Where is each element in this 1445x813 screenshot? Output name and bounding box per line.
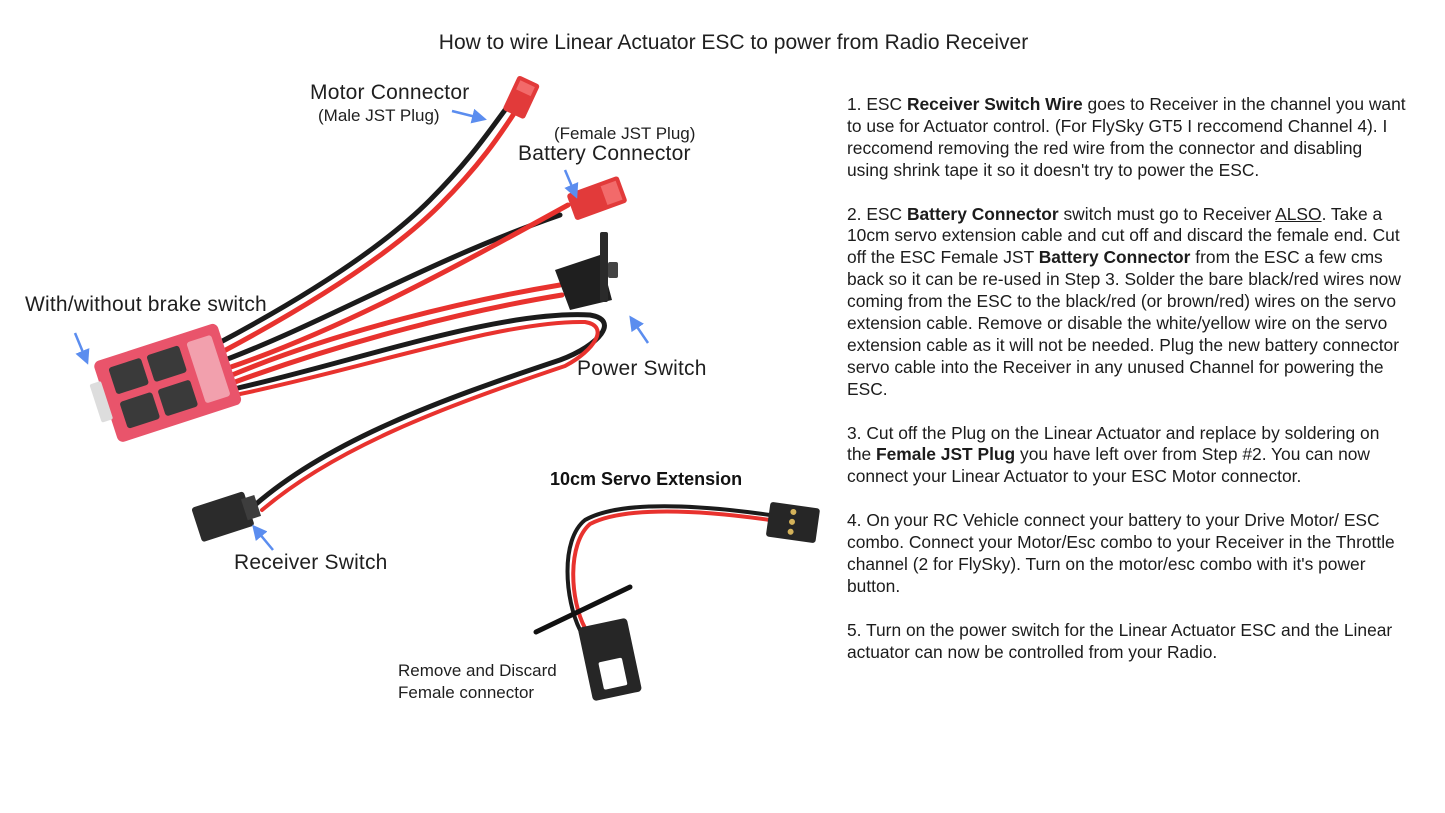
wiring-diagram bbox=[73, 75, 820, 701]
esc-board-icon bbox=[89, 323, 242, 442]
instruction-step-4: 4. On your RC Vehicle connect your batte… bbox=[847, 510, 1395, 596]
female-servo-connector-icon bbox=[578, 618, 642, 701]
cut-line-icon bbox=[533, 584, 633, 635]
instructions-panel: 1. ESC Receiver Switch Wire goes to Rece… bbox=[847, 94, 1407, 685]
brake-switch-label: With/without brake switch bbox=[25, 293, 267, 316]
motor-connector-label: Motor Connector bbox=[310, 81, 470, 104]
receiver-switch-connector-icon bbox=[191, 491, 262, 542]
power-switch-icon bbox=[555, 232, 618, 310]
page-title: How to wire Linear Actuator ESC to power… bbox=[438, 31, 1029, 54]
servo-extension-cable bbox=[565, 504, 772, 632]
esc-wires bbox=[212, 107, 607, 512]
battery-connector-plug-icon bbox=[567, 176, 627, 220]
motor-connector-sublabel: (Male JST Plug) bbox=[318, 106, 440, 125]
instruction-step-5: 5. Turn on the power switch for the Line… bbox=[847, 619, 1393, 662]
arrow-icon bbox=[73, 108, 650, 551]
receiver-switch-label: Receiver Switch bbox=[234, 551, 388, 574]
female-connector-label: Female connector bbox=[398, 683, 535, 702]
servo-extension-label: 10cm Servo Extension bbox=[550, 469, 743, 489]
servo-connector-icon bbox=[766, 502, 820, 543]
instruction-step-3: 3. Cut off the Plug on the Linear Actuat… bbox=[847, 422, 1380, 487]
battery-connector-sublabel: (Female JST Plug) bbox=[554, 124, 696, 143]
remove-discard-label: Remove and Discard bbox=[398, 661, 557, 680]
instruction-step-1: 1. ESC Receiver Switch Wire goes to Rece… bbox=[847, 94, 1406, 180]
motor-connector-plug-icon bbox=[503, 75, 540, 119]
instruction-step-2: 2. ESC Battery Connector switch must go … bbox=[847, 203, 1401, 399]
power-switch-label: Power Switch bbox=[577, 357, 707, 380]
battery-connector-label: Battery Connector bbox=[518, 142, 691, 165]
